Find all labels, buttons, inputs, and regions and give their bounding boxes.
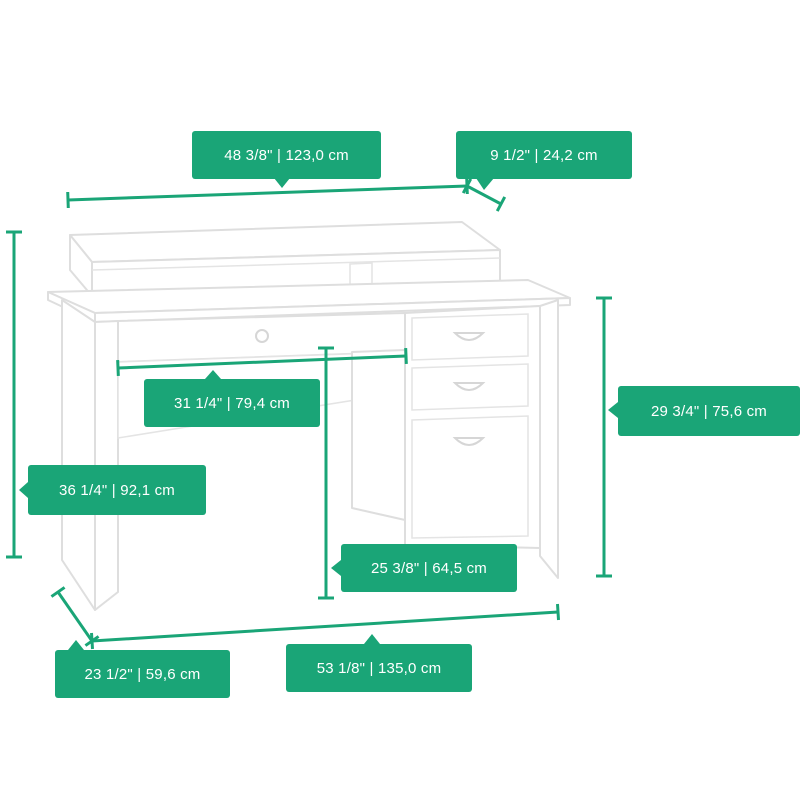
hutch-width-line xyxy=(67,184,468,202)
dimension-lines xyxy=(6,177,618,650)
desk-width-tick-start xyxy=(90,632,94,650)
knee-height-label: 25 3/8" | 64,5 cm xyxy=(341,544,517,592)
hutch-depth-tick-start xyxy=(461,178,473,194)
hutch-depth-pointer xyxy=(476,178,494,190)
hutch-width-pointer xyxy=(274,178,290,188)
desk-width-label: 53 1/8" | 135,0 cm xyxy=(286,644,472,692)
desk-height-pointer xyxy=(608,402,618,418)
hutch-depth-tick-end xyxy=(495,196,507,212)
desk-height-label: 29 3/4" | 75,6 cm xyxy=(618,386,800,436)
desk-illustration xyxy=(47,221,571,611)
desk-depth-line xyxy=(56,591,94,642)
hutch-width-label: 48 3/8" | 123,0 cm xyxy=(192,131,381,179)
knee-height-pointer xyxy=(331,560,341,576)
desktop-surface xyxy=(47,279,571,323)
desk-depth-tick-start xyxy=(50,586,66,598)
left-leg-panel xyxy=(61,299,119,611)
hutch-width-tick-start xyxy=(66,191,70,209)
drawer-width-pointer xyxy=(205,370,221,379)
drawer-width-tick-start xyxy=(116,359,120,377)
desk-width-pointer xyxy=(364,634,380,644)
pedestal xyxy=(351,299,559,579)
desk-depth-label: 23 1/2" | 59,6 cm xyxy=(55,650,230,698)
drawer-width-tick-end xyxy=(404,347,408,365)
desk-width-line xyxy=(91,610,559,643)
overall-height-label: 36 1/4" | 92,1 cm xyxy=(28,465,206,515)
overall-height-pointer xyxy=(19,482,28,498)
desk-depth-pointer xyxy=(68,640,84,650)
hutch-depth-label: 9 1/2" | 24,2 cm xyxy=(456,131,632,179)
drawer-width-line xyxy=(117,354,407,370)
drawer-width-label: 31 1/4" | 79,4 cm xyxy=(144,379,320,427)
hutch-depth-line xyxy=(466,184,502,206)
desk-width-tick-end xyxy=(556,603,560,621)
